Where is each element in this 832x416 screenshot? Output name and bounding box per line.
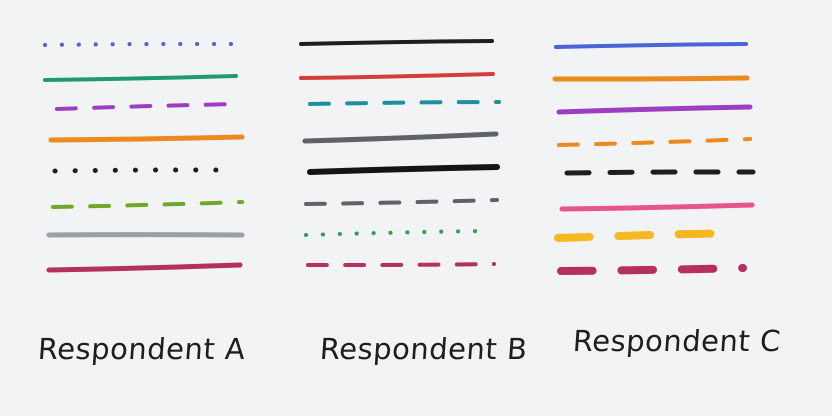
respondent-b-line-1: [299, 39, 494, 46]
respondent-a-line-4: [48, 134, 245, 143]
respondent-b-line-3: [308, 100, 501, 106]
respondent-a-line-8: [46, 262, 243, 273]
respondent-c-line-2: [552, 75, 750, 82]
respondent-a-line-3: [55, 102, 242, 111]
respondent-c-line-6: [559, 202, 755, 212]
respondent-c-line-4: [557, 137, 752, 147]
respondent-a-label: Respondent A: [36, 332, 247, 366]
respondent-a-line-1: [43, 41, 240, 47]
respondent-c-line-7: [554, 229, 743, 242]
respondent-a-line-5: [52, 167, 233, 174]
respondent-c-line-5: [564, 169, 756, 176]
respondent-a-line-2: [43, 74, 238, 82]
respondent-c-line-3: [556, 104, 753, 115]
respondent-b-line-4: [302, 131, 499, 144]
respondent-b-line-6: [304, 198, 499, 206]
respondent-a-line-6: [51, 200, 244, 209]
respondent-c-line-8: [557, 264, 747, 275]
respondent-b-line-7: [304, 229, 485, 237]
respondent-b-line-8: [306, 262, 496, 268]
respondent-b-label: Respondent B: [318, 332, 529, 366]
respondent-c-label: Respondent C: [571, 324, 782, 358]
respondent-b-line-2: [299, 72, 495, 80]
respondent-c-line-1: [554, 42, 748, 49]
respondent-b-line-5: [307, 164, 500, 175]
